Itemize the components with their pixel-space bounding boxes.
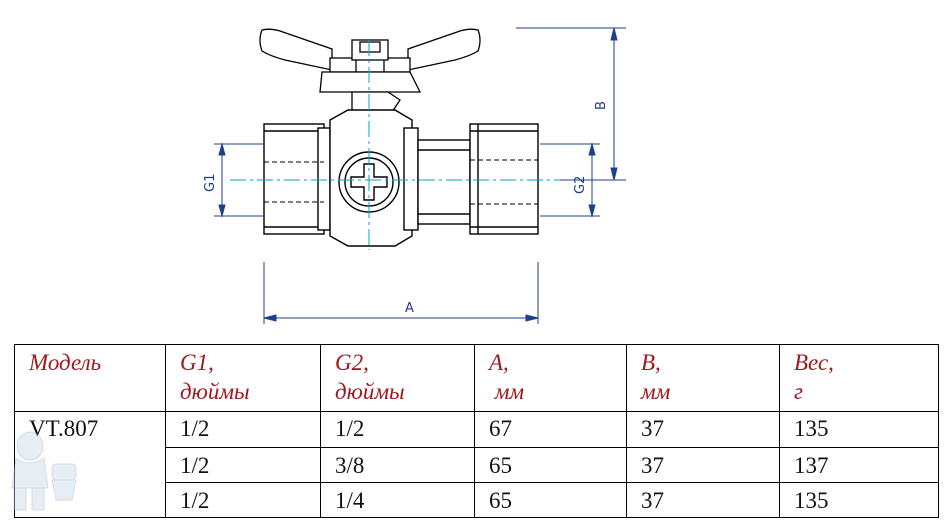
cell-g1: 1/2 bbox=[165, 447, 321, 483]
watermark-text bbox=[923, 420, 937, 510]
butterfly-handle bbox=[259, 28, 481, 113]
header-g1: G1,дюймы bbox=[165, 344, 321, 412]
table-row: 1/2 1/4 65 37 135 bbox=[15, 482, 939, 518]
cell-a: 65 bbox=[474, 482, 627, 518]
dimension-label-g1: G1 bbox=[203, 174, 218, 192]
plumber-mascot-icon bbox=[11, 431, 77, 511]
centerlines bbox=[230, 40, 620, 250]
header-a: A, мм bbox=[474, 344, 627, 412]
table-row: 1/2 3/8 65 37 137 bbox=[15, 447, 939, 483]
spec-table: Модель G1,дюймы G2,дюймы A, мм B,мм Вес,… bbox=[14, 344, 939, 518]
valve-body bbox=[263, 109, 539, 247]
valve-technical-drawing: A B G1 G2 bbox=[203, 27, 626, 324]
cell-g2: 1/2 bbox=[320, 411, 475, 448]
dimension-lines bbox=[214, 27, 626, 324]
dimension-label-b: B bbox=[594, 101, 609, 110]
header-weight: Вес,г bbox=[779, 344, 939, 412]
cell-b: 37 bbox=[626, 411, 780, 448]
cell-weight: 135 bbox=[779, 482, 939, 518]
dimension-label-a: A bbox=[405, 301, 414, 316]
model-cell: VT.807 bbox=[14, 411, 166, 518]
hidden-lines bbox=[264, 159, 538, 205]
cell-g1: 1/2 bbox=[165, 411, 321, 448]
cell-g2: 1/4 bbox=[320, 482, 475, 518]
cell-a: 65 bbox=[474, 447, 627, 483]
cell-g1: 1/2 bbox=[165, 482, 321, 518]
header-g2: G2,дюймы bbox=[320, 344, 475, 412]
cell-b: 37 bbox=[626, 482, 780, 518]
table-row: VT.807 1/2 1/2 67 37 135 bbox=[14, 411, 939, 518]
cell-weight: 135 bbox=[779, 411, 939, 448]
header-model: Модель bbox=[14, 344, 166, 412]
cell-g2: 3/8 bbox=[320, 447, 475, 483]
cell-weight: 137 bbox=[779, 447, 939, 483]
dimension-label-g2: G2 bbox=[573, 176, 588, 194]
cell-a: 67 bbox=[474, 411, 627, 448]
cell-b: 37 bbox=[626, 447, 780, 483]
header-b: B,мм bbox=[626, 344, 780, 412]
table-header-row: Модель G1,дюймы G2,дюймы A, мм B,мм Вес,… bbox=[14, 344, 939, 412]
